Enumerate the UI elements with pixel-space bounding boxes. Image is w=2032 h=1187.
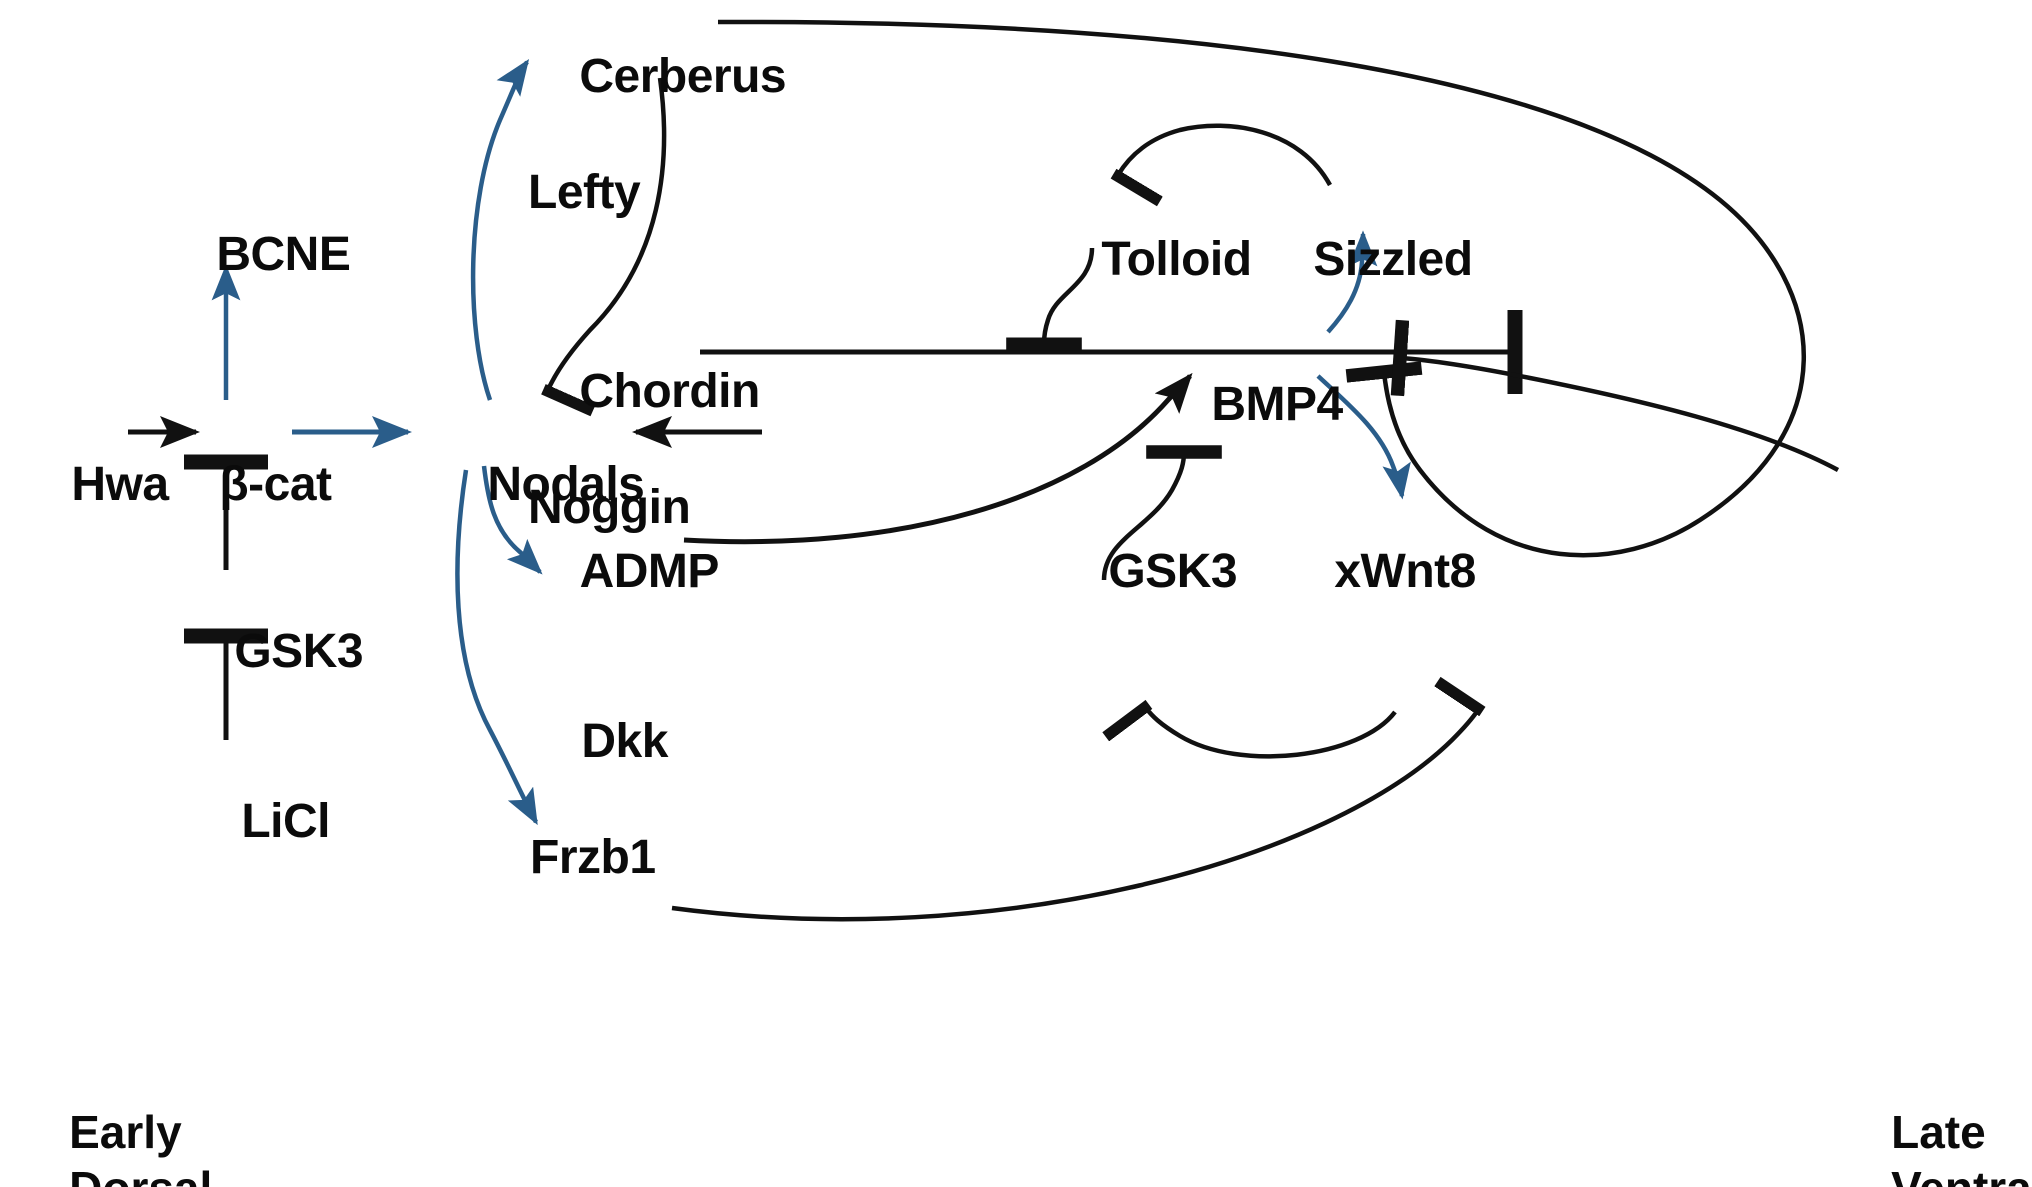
edge-tolloid-to-chordin xyxy=(1006,247,1095,351)
label-dorsal: Dorsal xyxy=(69,1162,212,1187)
node-admp[interactable]: ADMP xyxy=(530,485,720,659)
node-gsk3-right-label: GSK3 xyxy=(1108,545,1238,598)
edge-cerberus-to-bmp4 xyxy=(717,19,1806,558)
node-bmp4-label: BMP4 xyxy=(1211,378,1343,431)
label-early-dorsal: Early Dorsal xyxy=(18,1048,212,1187)
node-dkk-label: Dkk xyxy=(581,715,668,768)
node-hwa[interactable]: Hwa xyxy=(20,398,169,572)
node-sizzled-label: Sizzled xyxy=(1313,233,1473,286)
edge-cerberus-to-nodals xyxy=(548,77,667,390)
node-hwa-label: Hwa xyxy=(71,458,169,511)
label-late: Late xyxy=(1891,1106,1986,1158)
node-cerberus-lefty[interactable]: Cerberus Lefty xyxy=(528,0,787,338)
node-tolloid-label: Tolloid xyxy=(1101,233,1252,286)
node-gsk3-left-label: GSK3 xyxy=(234,625,364,678)
edge-nodals-to-dkk xyxy=(455,469,538,826)
edge-nodals-to-admp xyxy=(481,465,543,575)
node-nodals-label: Nodals xyxy=(487,458,645,511)
edge-bmp4-to-sizzled xyxy=(1326,230,1378,334)
label-early: Early xyxy=(69,1106,182,1158)
edge-sizzled-to-tolloid xyxy=(1118,123,1332,185)
label-ventral: Ventral xyxy=(1891,1162,2032,1187)
node-licl[interactable]: LiCl xyxy=(190,735,330,909)
node-bcne[interactable]: BCNE xyxy=(165,168,351,342)
node-xwnt8-label: xWnt8 xyxy=(1334,545,1476,598)
edge-xwnt8-to-gsk3right xyxy=(1146,708,1397,759)
node-cerberus-label: Cerberus xyxy=(579,50,787,103)
edge-sizzled-to-bmp4 xyxy=(1390,319,1840,472)
node-admp-label: ADMP xyxy=(579,545,720,598)
node-bcat-label: β-cat xyxy=(219,458,332,511)
node-licl-label: LiCl xyxy=(241,795,330,848)
edge-gsk3right-to-bmp4 xyxy=(1101,445,1222,581)
node-tolloid[interactable]: Tolloid xyxy=(1050,173,1252,347)
edge-bmp4-to-xwnt8 xyxy=(1316,374,1411,500)
label-late-ventral: Late Ventral xyxy=(1840,1048,2032,1187)
edge-nodals-to-cerberus xyxy=(470,59,530,401)
node-gsk3-right[interactable]: GSK3 xyxy=(1057,485,1237,659)
node-bcne-label: BCNE xyxy=(216,228,351,281)
node-chordin-label: Chordin xyxy=(579,365,760,418)
node-lefty-label: Lefty xyxy=(528,166,641,219)
node-dkk-frzb1[interactable]: Dkk Frzb1 xyxy=(530,655,668,1003)
node-nodals[interactable]: Nodals xyxy=(436,398,645,572)
node-bmp4[interactable]: BMP4 xyxy=(1160,318,1343,492)
node-gsk3-left[interactable]: GSK3 xyxy=(183,565,363,739)
edge-admp-to-bmp4 xyxy=(683,372,1193,545)
node-frzb1-label: Frzb1 xyxy=(530,831,656,884)
node-bcat[interactable]: β-cat xyxy=(168,398,332,572)
node-xwnt8[interactable]: xWnt8 xyxy=(1283,485,1476,659)
node-noggin-label: Noggin xyxy=(528,481,691,534)
node-sizzled[interactable]: Sizzled xyxy=(1262,173,1473,347)
node-chordin-noggin[interactable]: Chordin Noggin xyxy=(528,305,760,653)
edge-dkk-to-xwnt8 xyxy=(671,710,1478,922)
